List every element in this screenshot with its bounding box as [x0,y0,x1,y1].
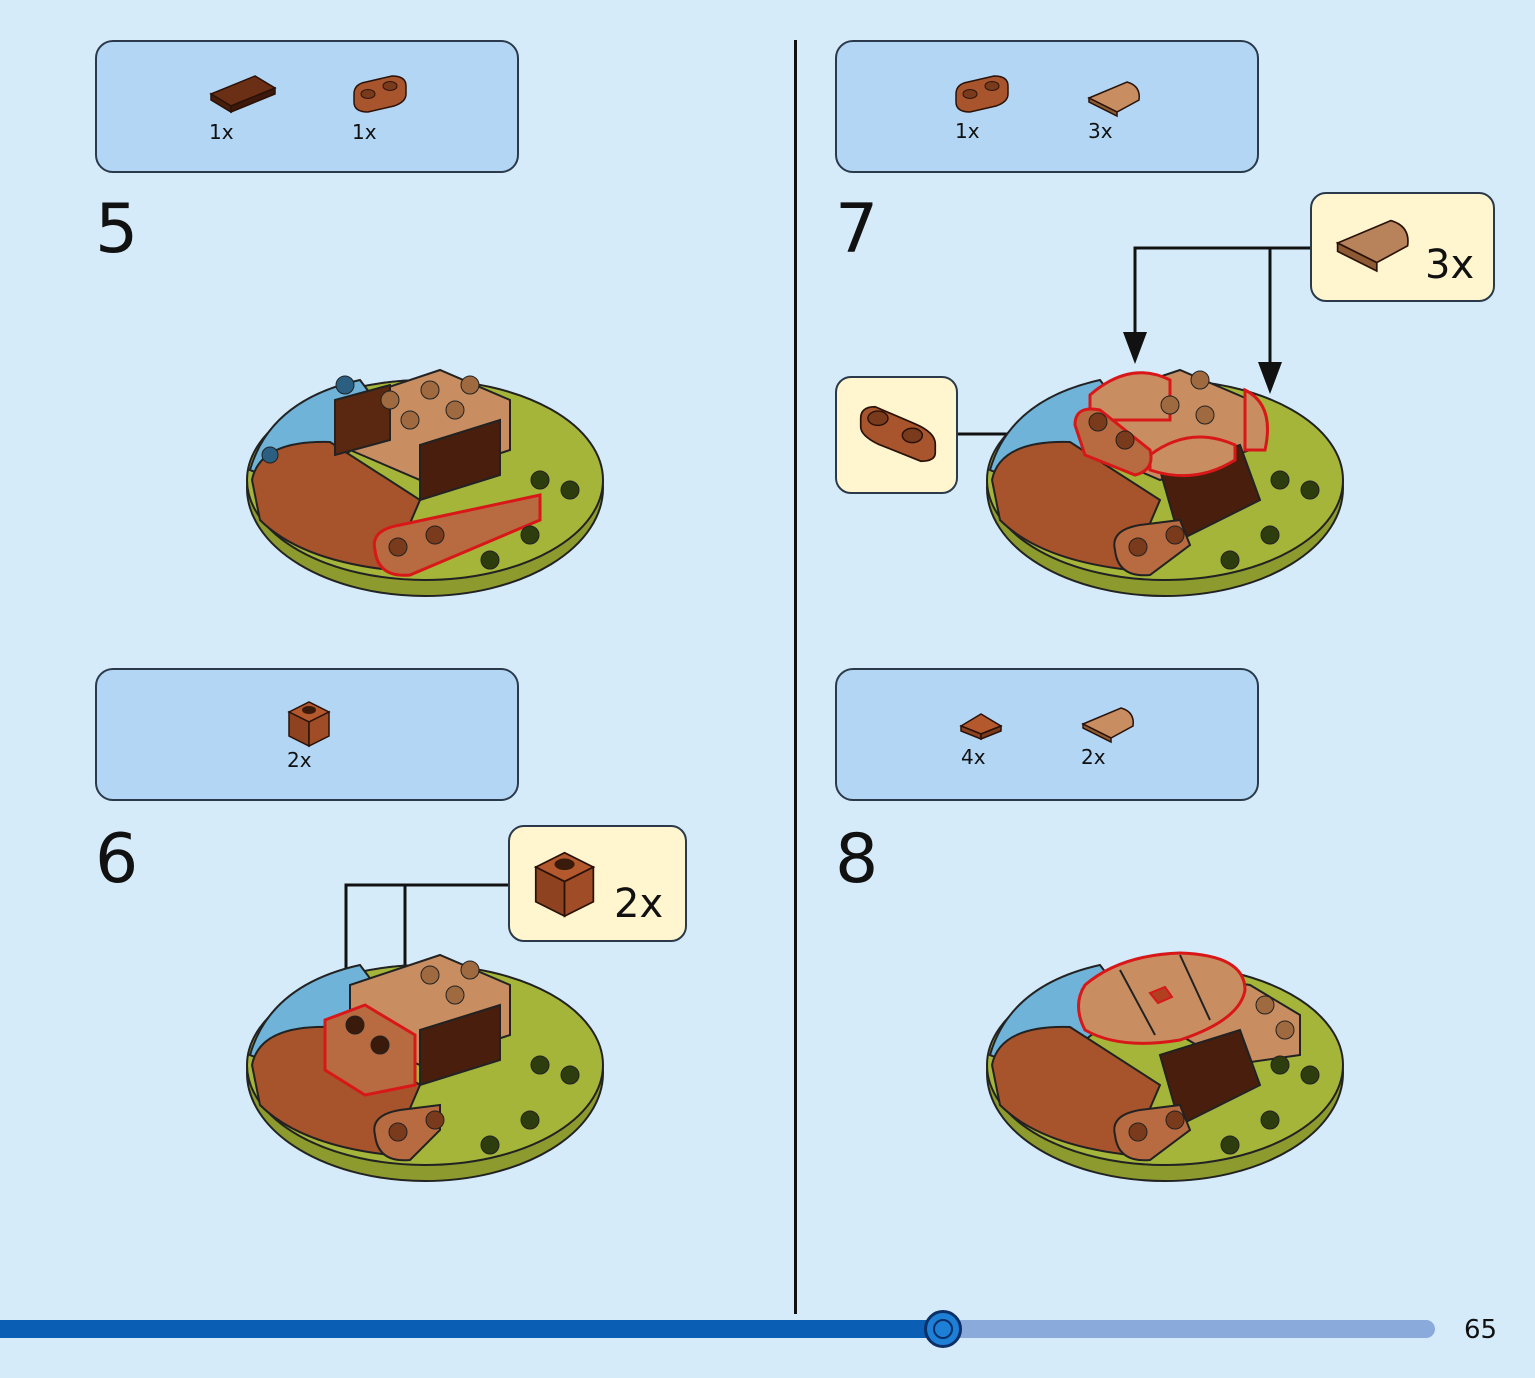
parts-box-step-8: 4x 2x [835,668,1259,801]
progress-bar [0,1310,1435,1348]
part-qty: 2x [1081,745,1106,769]
parts-box-step-7: 1x 3x [835,40,1259,173]
brown-wedge-tile-icon [957,708,1037,788]
brown-jumper-plate-icon [859,405,937,463]
step-number: 6 [95,820,139,899]
part-qty: 1x [955,119,980,143]
part-qty: 1x [352,120,377,144]
callout-qty: 3x [1425,242,1475,288]
step-number: 7 [835,190,879,269]
brown-brick-1x1-icon [285,698,365,778]
step-number: 8 [835,820,879,899]
brown-jumper-plate-icon [350,72,430,152]
column-divider [794,40,797,1314]
progress-fill [0,1320,943,1338]
page-number: 65 [1464,1315,1498,1345]
tan-quarter-tile-icon [1085,76,1165,156]
model-step-5 [246,368,604,597]
part-qty: 1x [209,120,234,144]
part-qty: 2x [287,748,312,772]
callout-step-6: 2x [508,825,687,942]
parts-box-step-5: 1x 1x [95,40,519,173]
callout-qty: 2x [614,881,664,927]
tan-quarter-tile-icon [1335,219,1409,273]
brown-brick-1x1-icon [533,851,596,918]
callout-step-7: 3x [1310,192,1495,302]
tan-quarter-tile-icon [1079,702,1159,782]
part-qty: 4x [961,745,986,769]
progress-knob [924,1310,962,1348]
model-step-6 [246,953,604,1182]
model-step-8 [986,951,1344,1182]
dark-brown-tile-icon [207,66,287,146]
callout-step-7-jumper [835,376,958,494]
model-step-7 [986,368,1344,597]
brown-jumper-plate-icon [952,72,1032,152]
step-number: 5 [95,190,139,269]
parts-box-step-6: 2x [95,668,519,801]
part-qty: 3x [1088,119,1113,143]
